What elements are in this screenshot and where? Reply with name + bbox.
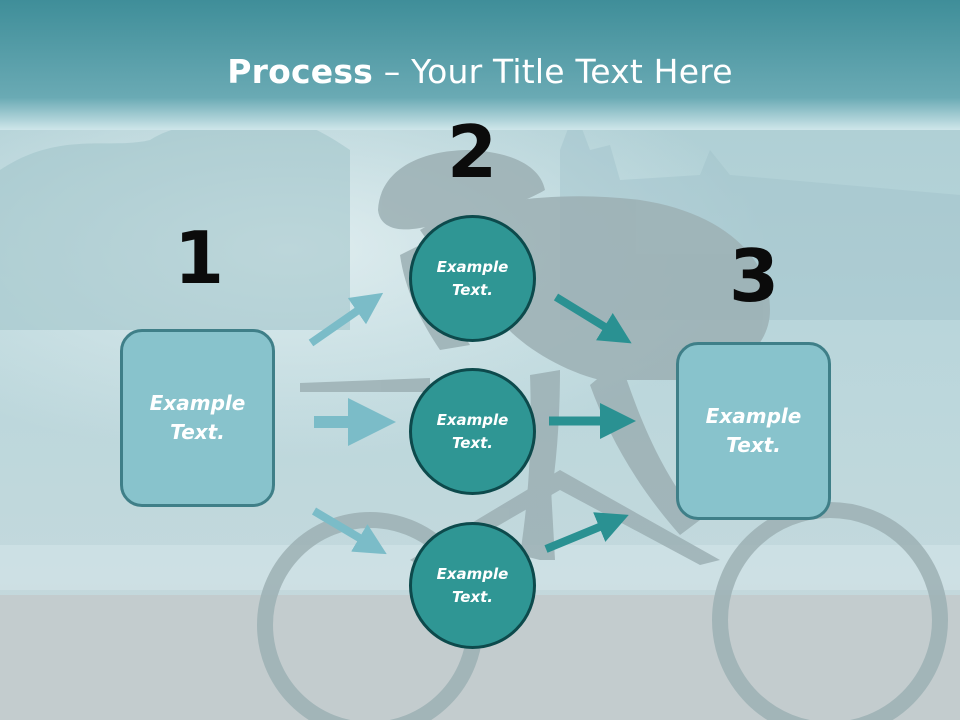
rear-wheel — [712, 502, 948, 720]
step-number-3: 3 — [728, 234, 780, 318]
step-2-node-bottom: Example Text. — [409, 522, 536, 649]
arrow-top-to-3 — [553, 293, 632, 344]
step-2-node-bottom-text: Example Text. — [436, 564, 509, 606]
arrow-1-to-top — [308, 292, 384, 347]
title-rest: – Your Title Text Here — [373, 52, 733, 91]
arrow-1-to-bottom — [311, 507, 387, 555]
header-band — [0, 0, 960, 130]
step-3-box: Example Text. — [676, 342, 831, 520]
step-1-box: Example Text. — [120, 329, 275, 507]
step-number-1: 1 — [173, 216, 225, 300]
step-2-node-top-text: Example Text. — [436, 257, 509, 299]
slide-title: Process – Your Title Text Here — [0, 52, 960, 91]
step-3-text: Example Text. — [705, 404, 802, 457]
arrow-bottom-to-3 — [544, 512, 629, 553]
step-2-node-top: Example Text. — [409, 215, 536, 342]
step-1-text: Example Text. — [149, 391, 246, 444]
step-number-2: 2 — [446, 110, 498, 194]
tree-haze — [0, 116, 350, 330]
title-bold: Process — [227, 52, 374, 91]
step-2-node-middle-text: Example Text. — [436, 410, 509, 452]
step-2-node-middle: Example Text. — [409, 368, 536, 495]
